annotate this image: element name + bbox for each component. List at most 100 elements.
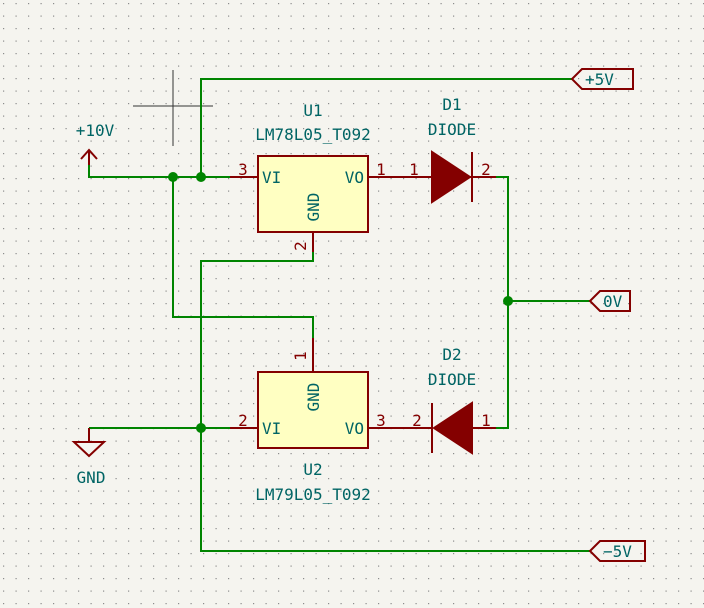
grid-dot <box>78 590 80 592</box>
grid-dot <box>190 603 192 605</box>
grid-dot <box>140 203 142 205</box>
grid-dot <box>553 578 555 580</box>
grid-dot <box>190 215 192 217</box>
grid-dot <box>78 90 80 92</box>
grid-dot <box>578 415 580 417</box>
grid-dot <box>15 403 17 405</box>
grid-dot <box>328 565 330 567</box>
grid-dot <box>403 65 405 67</box>
wire-plus5v-bus[interactable] <box>200 78 572 177</box>
wire-plus10v-input[interactable] <box>88 165 230 178</box>
grid-dot <box>265 328 267 330</box>
grid-dot <box>603 165 605 167</box>
grid-dot <box>190 153 192 155</box>
grid-dot <box>153 515 155 517</box>
grid-dot <box>103 415 105 417</box>
grid-dot <box>215 553 217 555</box>
grid-dot <box>178 290 180 292</box>
grid-dot <box>28 78 30 80</box>
grid-dot <box>28 265 30 267</box>
grid-dot <box>303 15 305 17</box>
grid-dot <box>240 340 242 342</box>
grid-dot <box>578 390 580 392</box>
grid-dot <box>528 65 530 67</box>
grid-dot <box>665 3 667 5</box>
grid-dot <box>15 165 17 167</box>
grid-dot <box>65 215 67 217</box>
grid-dot <box>340 528 342 530</box>
grid-dot <box>553 215 555 217</box>
grid-dot <box>378 340 380 342</box>
grid-dot <box>390 265 392 267</box>
grid-dot <box>553 178 555 180</box>
grid-dot <box>290 503 292 505</box>
grid-dot <box>303 553 305 555</box>
global-label-0v[interactable]: 0V <box>588 290 631 312</box>
grid-dot <box>140 115 142 117</box>
component-d1[interactable]: D1 DIODE 1 2 <box>396 95 496 204</box>
grid-dot <box>228 503 230 505</box>
grid-dot <box>103 215 105 217</box>
grid-dot <box>640 390 642 392</box>
grid-dot <box>565 140 567 142</box>
grid-dot <box>315 90 317 92</box>
grid-dot <box>53 40 55 42</box>
grid-dot <box>90 540 92 542</box>
global-label-minus5v[interactable]: −5V <box>588 540 646 562</box>
wire-plus10v-to-u2-gnd[interactable] <box>172 177 314 338</box>
wires <box>88 78 590 552</box>
component-u2[interactable]: U2 LM79L05_T092 2 3 1 VI VO GND <box>230 338 396 504</box>
grid-dot <box>590 353 592 355</box>
grid-dot <box>3 315 5 317</box>
grid-dot <box>265 28 267 30</box>
component-d2[interactable]: D2 DIODE 2 1 <box>396 345 496 455</box>
grid-dot <box>203 553 205 555</box>
grid-dot <box>28 315 30 317</box>
grid-dot <box>340 53 342 55</box>
grid-dot <box>140 328 142 330</box>
grid-dot <box>665 115 667 117</box>
u2-pin-gnd-number: 1 <box>291 351 310 361</box>
grid-dot <box>203 90 205 92</box>
grid-dot <box>365 278 367 280</box>
grid-dot <box>553 390 555 392</box>
grid-dot <box>353 140 355 142</box>
grid-dot <box>440 228 442 230</box>
component-u1[interactable]: U1 LM78L05_T092 3 1 2 VI VO GND <box>230 101 396 252</box>
grid-dot <box>340 465 342 467</box>
grid-dot <box>590 40 592 42</box>
wire-u1-gnd-to-minus5v[interactable] <box>200 252 590 552</box>
grid-dot <box>403 228 405 230</box>
grid-dot <box>178 415 180 417</box>
grid-dot <box>128 465 130 467</box>
grid-dot <box>653 340 655 342</box>
grid-dot <box>440 440 442 442</box>
global-label-plus5v[interactable]: +5V <box>570 68 634 90</box>
grid-dot <box>453 228 455 230</box>
grid-dot <box>353 53 355 55</box>
grid-dot <box>3 215 5 217</box>
grid-dot <box>28 440 30 442</box>
grid-dot <box>665 378 667 380</box>
grid-dot <box>515 515 517 517</box>
grid-dot <box>3 490 5 492</box>
grid-dot <box>190 478 192 480</box>
grid-dot <box>553 465 555 467</box>
grid-dot <box>165 140 167 142</box>
grid-dot <box>565 465 567 467</box>
grid-dot <box>578 278 580 280</box>
grid-dot <box>403 278 405 280</box>
power-symbol-plus10v[interactable]: +10V <box>76 121 115 165</box>
grid-dot <box>403 28 405 30</box>
grid-dot <box>678 378 680 380</box>
grid-dot <box>115 40 117 42</box>
grid-dot <box>90 103 92 105</box>
power-symbol-gnd[interactable]: GND <box>71 428 107 487</box>
grid-dot <box>528 115 530 117</box>
grid-dot <box>190 490 192 492</box>
grid-dot <box>78 3 80 5</box>
u1-pin-gnd-number: 2 <box>291 241 310 251</box>
grid-dot <box>153 153 155 155</box>
grid-dot <box>65 565 67 567</box>
grid-dot <box>490 215 492 217</box>
